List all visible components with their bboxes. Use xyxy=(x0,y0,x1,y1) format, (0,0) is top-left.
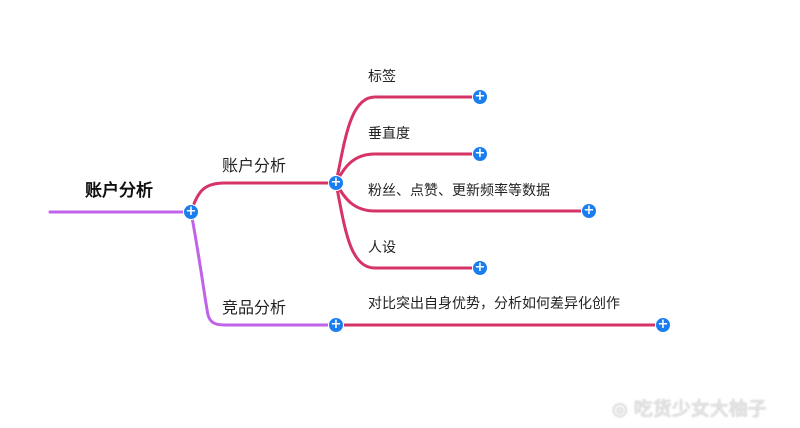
leaf-line-tag xyxy=(334,95,482,185)
leaf-node-vertical[interactable]: 垂直度 xyxy=(368,126,410,142)
leaf-node-compare[interactable]: 对比突出自身优势，分析如何差异化创作 xyxy=(368,296,620,312)
leaf-node-data[interactable]: 粉丝、点赞、更新频率等数据 xyxy=(368,183,550,199)
branch-node-competitor[interactable]: 竞品分析 xyxy=(222,298,287,317)
watermark-text: 吃货少女大柚子 xyxy=(633,398,767,420)
branch-line-account xyxy=(189,181,338,214)
leaf-node-tag[interactable]: 标签 xyxy=(368,69,396,85)
expand-account-button[interactable]: + xyxy=(328,175,344,191)
branch-line-competitor xyxy=(189,210,338,327)
expand-competitor-button[interactable]: + xyxy=(328,317,344,333)
leaf-line-vertical xyxy=(334,152,482,185)
weibo-logo-icon: ◎ xyxy=(612,399,628,420)
expand-tag-button[interactable]: + xyxy=(472,89,488,105)
watermark: ◎ 吃货少女大柚子 xyxy=(612,394,767,421)
expand-root-button[interactable]: + xyxy=(183,204,199,220)
root-node[interactable]: 账户分析 xyxy=(85,181,153,201)
leaf-node-persona[interactable]: 人设 xyxy=(368,240,396,256)
branch-node-account[interactable]: 账户分析 xyxy=(222,156,287,175)
expand-compare-button[interactable]: + xyxy=(655,317,671,333)
expand-vertical-button[interactable]: + xyxy=(472,146,488,162)
expand-persona-button[interactable]: + xyxy=(472,260,488,276)
expand-data-button[interactable]: + xyxy=(581,203,597,219)
leaf-line-persona xyxy=(334,181,482,270)
